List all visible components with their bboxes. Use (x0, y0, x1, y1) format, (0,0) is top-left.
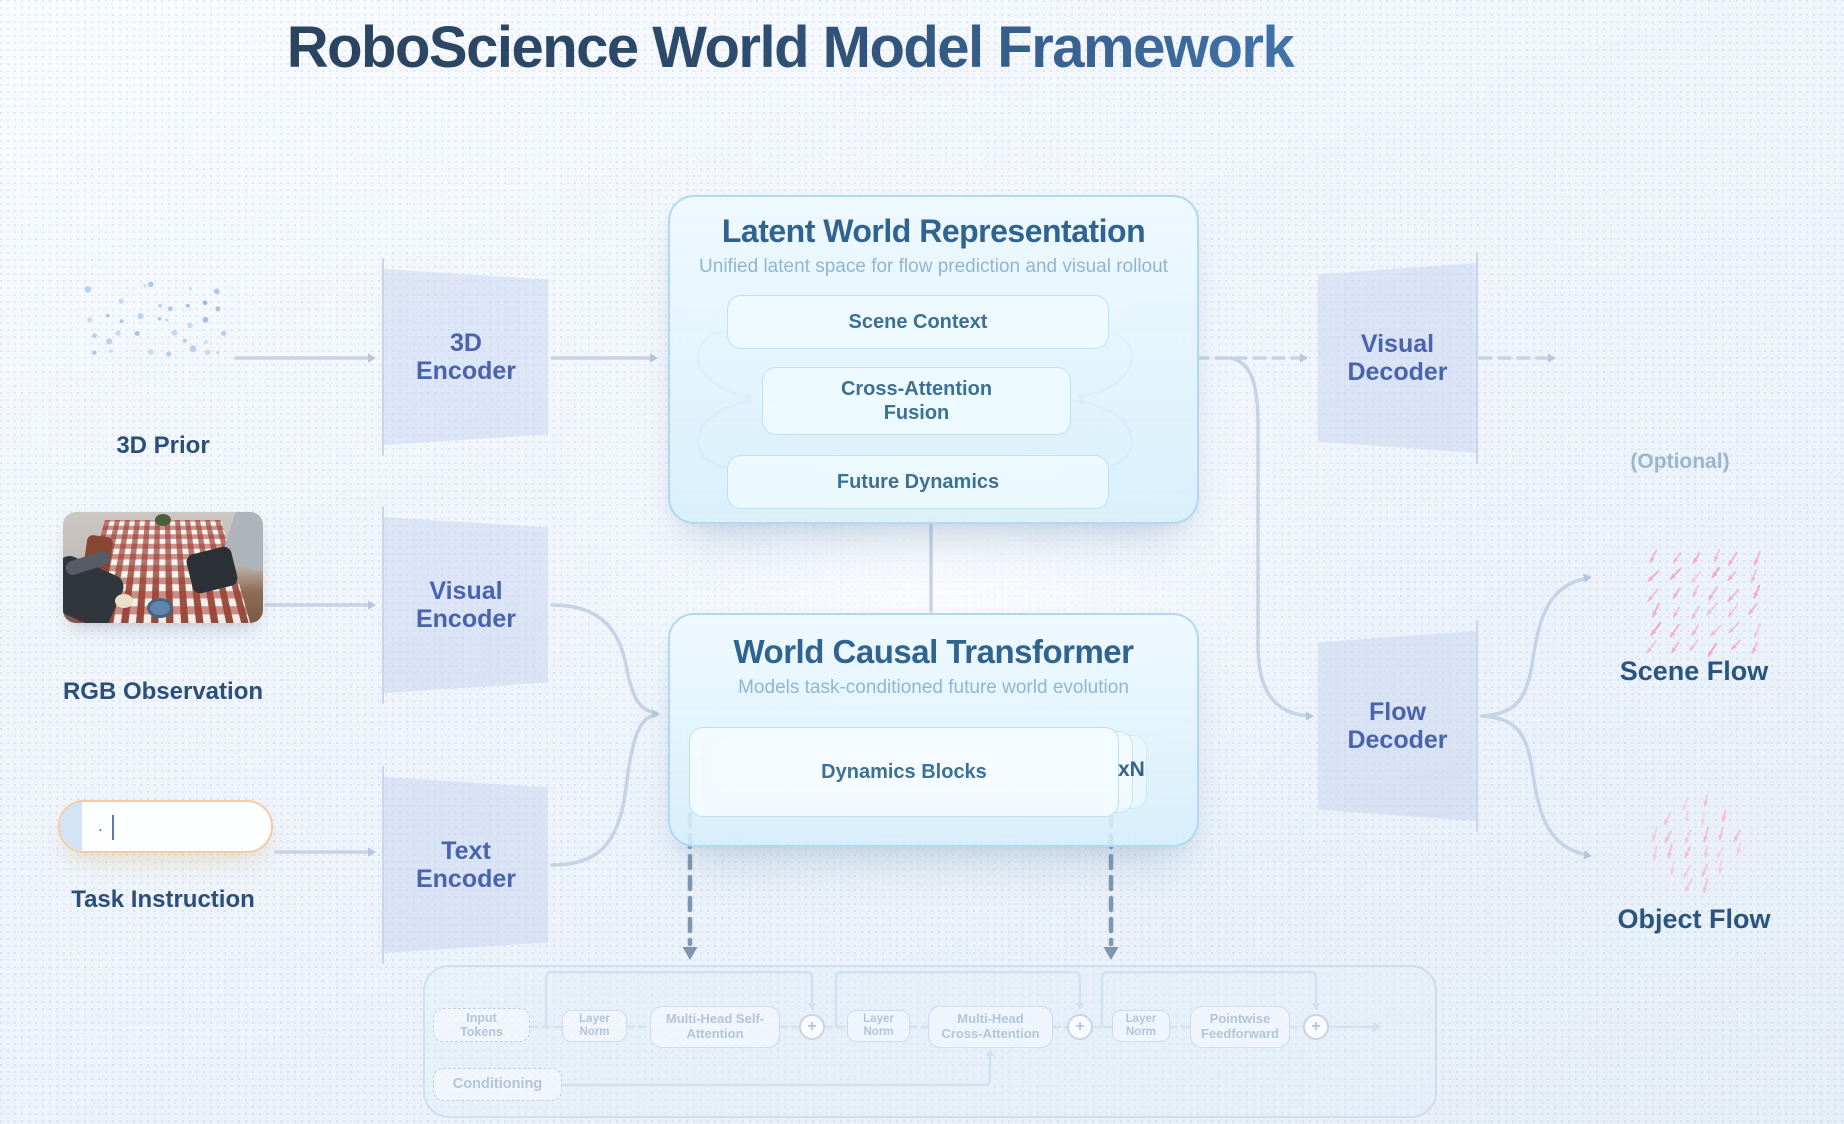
label-task-instruction: Task Instruction (71, 886, 255, 913)
encoder-visual: Visual Encoder (384, 517, 548, 693)
self-attention-label: Multi-Head Self-Attention (665, 1011, 765, 1041)
block-scene-context: Scene Context (727, 295, 1109, 349)
cross-attention-fusion-label: Cross-Attention Fusion (840, 378, 993, 424)
label-3d-prior: 3D Prior (116, 432, 210, 459)
encoder-text-label-line2: Encoder (415, 865, 517, 893)
cross-attention-label: Multi-Head Cross-Attention (941, 1011, 1040, 1041)
page-title: RoboScience World Model Framework (0, 14, 1580, 81)
encoder-3d: 3D Encoder (384, 269, 548, 445)
decoder-flow-label-line2: Decoder (1347, 726, 1448, 754)
world-causal-transformer-box: World Causal Transformer Models task-con… (668, 613, 1199, 847)
encoder-3d-label-line1: 3D (450, 329, 482, 357)
label-object-flow: Object Flow (1617, 904, 1771, 934)
latent-title: Latent World Representation (721, 213, 1146, 249)
detail-multi-head-self-attention: Multi-Head Self-Attention (650, 1006, 780, 1048)
detail-conditioning: Conditioning (433, 1068, 562, 1101)
plus-glyph: + (1311, 1018, 1321, 1035)
encoder-visual-label-line2: Encoder (415, 605, 517, 633)
encoder-text-label-line1: Text (441, 837, 491, 865)
latent-world-representation-box: Latent World Representation Unified late… (668, 195, 1199, 524)
bowl-icon (147, 598, 173, 618)
future-dynamics-label: Future Dynamics (836, 471, 1000, 493)
dynamics-blocks: Dynamics Blocks (689, 727, 1119, 817)
residual-add-icon-3: + (1303, 1014, 1329, 1040)
layer-norm-1-label: Layer Norm (579, 1012, 610, 1038)
input-highlight-strip (60, 802, 82, 851)
transformer-title: World Causal Transformer (733, 633, 1134, 670)
label-rgb-observation: RGB Observation (62, 678, 264, 705)
scene-context-label: Scene Context (848, 311, 988, 333)
dynamics-blocks-label: Dynamics Blocks (821, 760, 987, 783)
detail-pointwise-feedforward: Pointwise Feedforward (1190, 1006, 1290, 1048)
decoder-flow: Flow Decoder (1318, 631, 1477, 821)
conditioning-label: Conditioning (452, 1076, 543, 1093)
latent-subtitle: Unified latent space for flow prediction… (699, 256, 1168, 277)
encoder-visual-label-line1: Visual (429, 577, 503, 605)
plus-glyph: + (1075, 1018, 1085, 1035)
detail-input-tokens: Input Tokens (433, 1008, 530, 1042)
decoder-visual-label-line1: Visual (1360, 330, 1435, 358)
decoder-visual: Visual Decoder (1318, 263, 1477, 453)
block-future-dynamics: Future Dynamics (727, 455, 1109, 509)
layer-norm-3-label: Layer Norm (1125, 1012, 1157, 1038)
text-cursor (112, 815, 114, 840)
label-scene-flow: Scene Flow (1619, 656, 1769, 686)
block-cross-attention-fusion: Cross-Attention Fusion (762, 367, 1071, 435)
optional-label: (Optional) (1630, 450, 1730, 473)
input-tokens-label: Input Tokens (460, 1010, 503, 1039)
repeat-count-label: xN (1118, 758, 1145, 781)
decoder-flow-label-line1: Flow (1369, 698, 1426, 726)
detail-multi-head-cross-attention: Multi-Head Cross-Attention (928, 1006, 1053, 1048)
encoder-text: Text Encoder (384, 777, 548, 953)
detail-layer-norm-3: Layer Norm (1112, 1010, 1170, 1042)
plus-glyph: + (807, 1018, 817, 1035)
plant-icon (155, 514, 171, 526)
residual-add-icon-1: + (799, 1014, 825, 1040)
rgb-observation-image (63, 512, 263, 623)
detail-layer-norm-1: Layer Norm (562, 1010, 627, 1042)
residual-add-icon-2: + (1067, 1014, 1093, 1040)
transformer-subtitle: Models task-conditioned future world evo… (738, 677, 1129, 698)
encoder-3d-label-line2: Encoder (415, 357, 517, 385)
layer-norm-2-label: Layer Norm (863, 1012, 894, 1038)
feedforward-label: Pointwise Feedforward (1200, 1011, 1279, 1041)
task-instruction-input[interactable]: . (58, 800, 273, 853)
cup-icon (115, 594, 133, 608)
detail-layer-norm-2: Layer Norm (847, 1010, 910, 1042)
decoder-visual-label-line2: Decoder (1347, 358, 1448, 386)
task-instruction-value: . (98, 816, 103, 835)
